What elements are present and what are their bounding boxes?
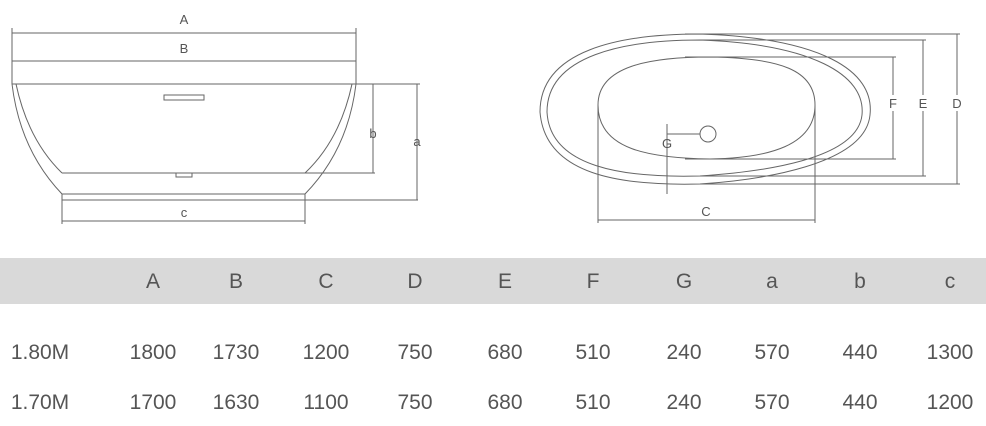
table-cell: 750 — [397, 341, 433, 364]
label-B: B — [180, 41, 189, 56]
label-C: C — [701, 204, 710, 219]
table-cell: 1730 — [212, 341, 260, 364]
table-cell: 570 — [754, 341, 790, 364]
column-header: C — [318, 270, 334, 293]
column-header: F — [586, 270, 600, 293]
column-header: G — [675, 270, 693, 293]
table-cell: 510 — [575, 391, 611, 414]
column-header: A — [145, 270, 160, 293]
table-cell: 1800 — [129, 341, 177, 364]
label-G: G — [662, 136, 672, 151]
label-A: A — [180, 12, 189, 27]
column-header: D — [407, 270, 423, 293]
table-cell: 680 — [487, 391, 523, 414]
column-header: B — [228, 270, 243, 293]
table-cell: 1700 — [129, 391, 177, 414]
row-label: 1.80M — [10, 341, 70, 364]
side-view: A B c b a — [11, 12, 421, 224]
table-cell: 680 — [487, 341, 523, 364]
label-E: E — [919, 96, 928, 111]
table-cell: 510 — [575, 341, 611, 364]
bathtub-drawings: A B c b a F E D G C — [11, 12, 964, 224]
table-cell: 1300 — [926, 341, 974, 364]
label-c: c — [181, 205, 188, 220]
table-cell: 1200 — [302, 341, 350, 364]
column-header: b — [854, 270, 866, 293]
table-cell: 1630 — [212, 391, 260, 414]
column-header: c — [944, 270, 956, 293]
label-F: F — [889, 96, 897, 111]
label-D: D — [952, 96, 961, 111]
table-cell: 440 — [842, 391, 878, 414]
column-header: E — [497, 270, 512, 293]
table-cell: 750 — [397, 391, 433, 414]
table-header-band — [0, 258, 986, 304]
label-b: b — [369, 126, 376, 141]
table-cell: 240 — [666, 341, 702, 364]
row-label: 1.70M — [10, 391, 70, 414]
top-view: F E D G C — [539, 33, 964, 223]
table-cell: 240 — [666, 391, 702, 414]
column-header: a — [766, 270, 778, 293]
table-cell: 1100 — [303, 391, 349, 414]
table-cell: 1200 — [926, 391, 974, 414]
table-cell: 570 — [754, 391, 790, 414]
label-a: a — [413, 134, 421, 149]
table-cell: 440 — [842, 341, 878, 364]
